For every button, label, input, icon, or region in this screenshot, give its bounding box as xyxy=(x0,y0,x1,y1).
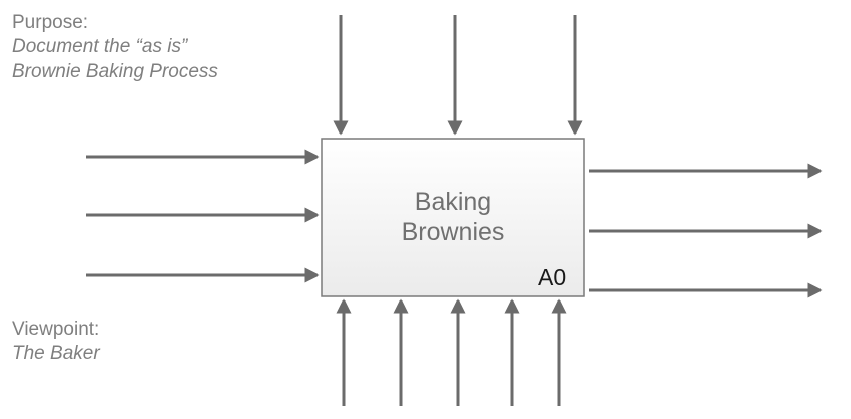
activity-title-line1: Baking xyxy=(414,188,492,216)
mechanism-arrows xyxy=(336,298,567,406)
activity-node-id: A0 xyxy=(538,264,567,290)
activity-box[interactable] xyxy=(321,138,585,297)
activity-title-line2: Brownies xyxy=(401,218,505,246)
viewpoint-label: Viewpoint: xyxy=(12,319,100,340)
activity-title: Baking Brownies xyxy=(322,187,584,247)
purpose-text-line2: Brownie Baking Process xyxy=(12,61,218,82)
control-arrows xyxy=(333,15,583,136)
input-arrows xyxy=(86,149,320,283)
purpose-label: Purpose: xyxy=(12,12,89,33)
viewpoint-text: The Baker xyxy=(12,343,100,364)
output-arrows xyxy=(589,163,823,298)
purpose-text-line1: Document the “as is” xyxy=(12,36,188,57)
